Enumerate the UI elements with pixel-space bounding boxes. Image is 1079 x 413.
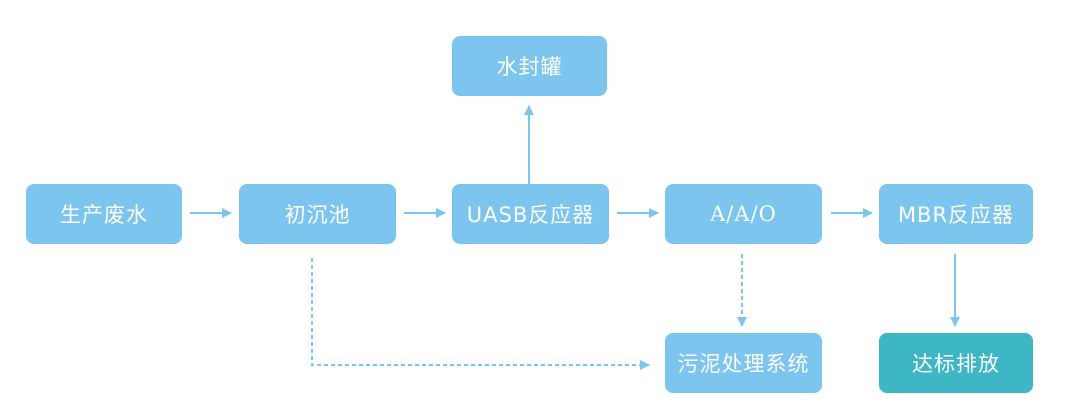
- node-sludge-label: 污泥处理系统: [677, 352, 810, 376]
- node-water-seal-label: 水封罐: [496, 55, 563, 79]
- node-mbr: MBR反应器: [879, 184, 1033, 244]
- node-uasb-label: UASB反应器: [466, 203, 595, 227]
- node-uasb: UASB反应器: [452, 184, 609, 244]
- node-primary-clarifier-label: 初沉池: [284, 203, 351, 227]
- node-mbr-label: MBR反应器: [897, 203, 1015, 227]
- node-aao-label: A/A/O: [710, 202, 777, 226]
- node-sludge: 污泥处理系统: [665, 333, 822, 393]
- node-water-seal: 水封罐: [452, 36, 607, 96]
- node-primary-clarifier: 初沉池: [239, 184, 396, 244]
- node-wastewater: 生产废水: [26, 184, 182, 244]
- node-discharge-label: 达标排放: [912, 352, 1000, 376]
- node-discharge: 达标排放: [879, 333, 1033, 393]
- node-aao: A/A/O: [665, 184, 822, 244]
- arrow-clarifier-to-sludge: [311, 258, 650, 370]
- node-wastewater-label: 生产废水: [60, 203, 148, 227]
